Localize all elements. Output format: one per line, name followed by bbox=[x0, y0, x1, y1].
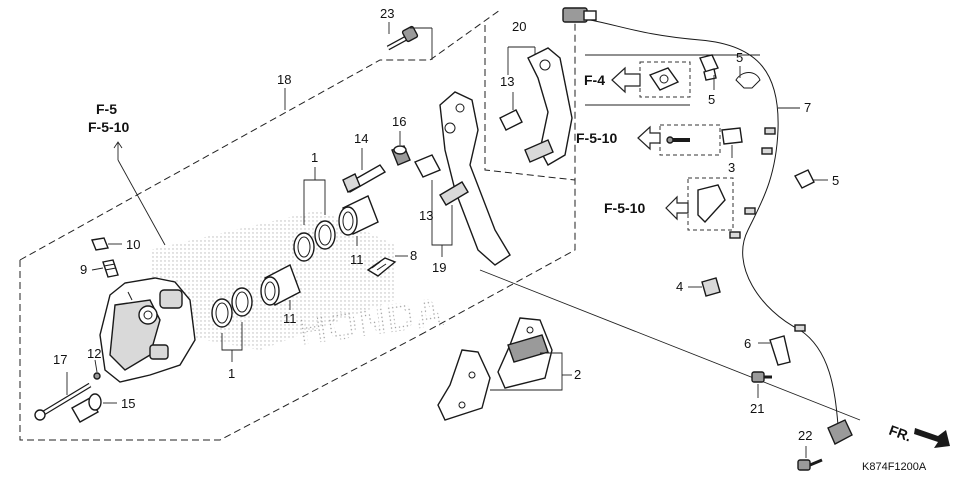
callout-8: 8 bbox=[410, 248, 417, 263]
ref-f5-10-bolt: F-5-10 bbox=[576, 130, 617, 146]
callout-16: 16 bbox=[392, 114, 406, 129]
pin-boot bbox=[391, 131, 411, 166]
wire-bracket-group bbox=[687, 177, 734, 231]
arrow-f5-main-icon bbox=[113, 141, 166, 246]
sensor-clip bbox=[758, 335, 791, 366]
sensor-bolt bbox=[751, 371, 772, 398]
piston-seals-lower bbox=[211, 287, 253, 362]
brake-pad-front bbox=[437, 349, 491, 421]
sensor-wire bbox=[562, 7, 853, 445]
callout-5-b: 5 bbox=[708, 92, 715, 107]
front-direction-arrow-icon bbox=[914, 428, 950, 448]
grommet-f4-group bbox=[639, 61, 691, 98]
diagram-code: K874F1200A bbox=[862, 461, 927, 473]
callout-1-top: 1 bbox=[311, 150, 318, 165]
wire-clamp-b bbox=[735, 66, 761, 89]
caliper-assembly-frame bbox=[19, 9, 576, 441]
pad-spring bbox=[366, 255, 408, 277]
arrow-f5-10-bolt-icon bbox=[637, 125, 661, 151]
piston-seals-upper bbox=[293, 167, 336, 262]
pad-callout-bracket bbox=[490, 352, 572, 391]
piston-lower bbox=[260, 264, 301, 310]
wire-clamp-c bbox=[794, 169, 828, 189]
callout-21: 21 bbox=[750, 401, 764, 416]
bleeder-cap bbox=[91, 237, 122, 251]
arrow-f4-icon bbox=[611, 66, 641, 94]
callout-10: 10 bbox=[126, 237, 140, 252]
callout-11-a: 11 bbox=[350, 252, 364, 267]
brake-pad-rear bbox=[497, 317, 553, 389]
retaining-clip bbox=[93, 359, 101, 380]
ref-f5-10-main: F-5-10 bbox=[88, 119, 129, 135]
callout-11-b: 11 bbox=[283, 311, 297, 326]
ref-f5: F-5 bbox=[96, 101, 117, 117]
callout-15: 15 bbox=[121, 396, 135, 411]
callout-1-bottom: 1 bbox=[228, 366, 235, 381]
slide-pin bbox=[342, 148, 387, 193]
front-direction-label: FR. bbox=[887, 422, 914, 445]
clip-bolt-group bbox=[659, 124, 743, 158]
callout-4: 4 bbox=[676, 279, 683, 294]
bracket-subassembly bbox=[524, 47, 573, 166]
callout-17: 17 bbox=[53, 352, 67, 367]
callout-14: 14 bbox=[354, 131, 368, 146]
callout-13-b: 13 bbox=[419, 208, 433, 223]
sensor-bolt-lower bbox=[797, 446, 823, 471]
callout-13-a: 13 bbox=[500, 74, 514, 89]
callout-19: 19 bbox=[432, 260, 446, 275]
ref-f5-10-bracket: F-5-10 bbox=[604, 200, 645, 216]
piston-upper bbox=[338, 195, 379, 246]
caliper-bracket bbox=[431, 91, 511, 266]
pad-retainer-right bbox=[499, 92, 523, 131]
wire-clamp-a bbox=[699, 54, 719, 90]
caliper-pin bbox=[34, 372, 92, 421]
caliper-body bbox=[99, 277, 196, 383]
bleeder-valve bbox=[91, 259, 119, 278]
ref-f4: F-4 bbox=[584, 72, 605, 88]
callout-6: 6 bbox=[744, 336, 751, 351]
callout-3: 3 bbox=[728, 160, 735, 175]
callout-5-c: 5 bbox=[832, 173, 839, 188]
collar bbox=[688, 277, 721, 297]
callout-12: 12 bbox=[87, 346, 101, 361]
callout-2: 2 bbox=[574, 367, 581, 382]
callout-20: 20 bbox=[512, 19, 526, 34]
callout-22: 22 bbox=[798, 428, 812, 443]
callout-9: 9 bbox=[80, 262, 87, 277]
callout-23: 23 bbox=[380, 6, 394, 21]
pin-plug bbox=[71, 393, 117, 423]
callout-18: 18 bbox=[277, 72, 291, 87]
sensor-section-frame bbox=[479, 54, 861, 421]
callout-7: 7 bbox=[804, 100, 811, 115]
pad-retainer-left bbox=[414, 154, 441, 208]
arrow-f5-10-bracket-icon bbox=[665, 195, 689, 221]
mounting-bolt-top bbox=[386, 22, 433, 60]
callout-5-a: 5 bbox=[736, 50, 743, 65]
